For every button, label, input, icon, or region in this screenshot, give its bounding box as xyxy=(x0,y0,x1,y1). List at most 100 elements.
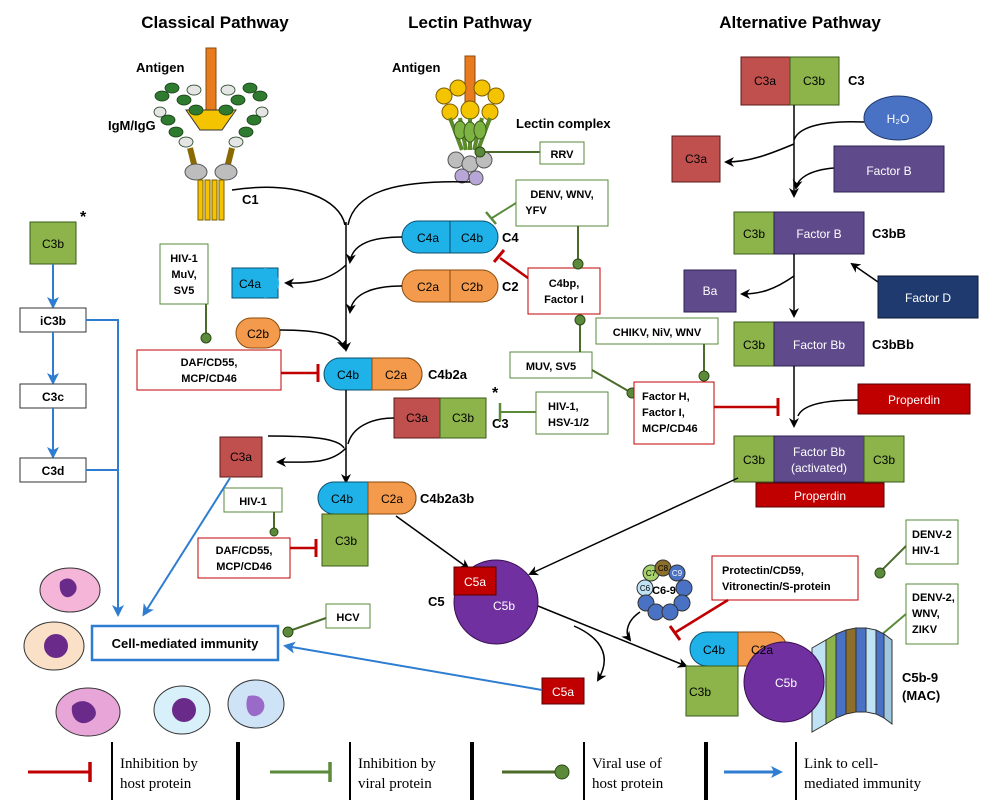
c6-9-ring xyxy=(636,559,693,621)
c2a-label: C2a xyxy=(417,280,439,294)
label-c6-9: C6-9 xyxy=(652,585,676,597)
box-denv2-wnv-zikv xyxy=(905,583,959,645)
text-muv-sv5: MUV, SV5 xyxy=(526,361,576,373)
text-hiv-hsv-1: HIV-1, xyxy=(548,401,579,413)
c3a-mid xyxy=(393,397,441,439)
header-alternative: Alternative Pathway xyxy=(719,13,881,32)
text-daf-2b: MCP/CD46 xyxy=(216,561,272,573)
properdin-1 xyxy=(857,383,971,415)
text-hiv-hsv-2: HSV-1/2 xyxy=(548,417,589,429)
factor-b2 xyxy=(773,211,865,255)
box-factor-h xyxy=(633,381,715,445)
header-classical: Classical Pathway xyxy=(141,13,289,32)
header-lectin: Lectin Pathway xyxy=(408,13,532,32)
box-hiv-muv-sv5 xyxy=(159,243,209,305)
text-denv-2: YFV xyxy=(525,205,547,217)
legend-3-line1: Viral use of xyxy=(592,756,662,772)
c3a-alt xyxy=(740,56,791,106)
c5a-free xyxy=(541,677,585,705)
asterisk-left: * xyxy=(80,209,87,226)
c5b-label: C5b xyxy=(493,599,515,613)
c5a-free-label: C5a xyxy=(552,685,574,699)
c8-label: C8 xyxy=(658,564,669,573)
asterisk-mid: * xyxy=(492,385,499,402)
arrow-c1-down xyxy=(231,186,346,226)
c3b-c5-label: C3b xyxy=(335,534,357,548)
factor-b xyxy=(833,145,945,193)
c4b-label: C4b xyxy=(461,231,483,245)
ba-label: Ba xyxy=(703,284,718,298)
c3a-free xyxy=(219,436,263,478)
text-factor-h-3: MCP/CD46 xyxy=(642,423,698,435)
cmi-box xyxy=(90,624,280,662)
c3a-free-label: C3a xyxy=(230,450,252,464)
text-denv2-wz-1: DENV-2, xyxy=(912,592,955,604)
c4a-free-label: C4a xyxy=(239,277,261,291)
c3c-label: C3c xyxy=(42,390,64,404)
factor-bb-act-label: Factor Bb xyxy=(793,445,845,459)
c3b-bbb-label: C3b xyxy=(743,338,765,352)
text-denv2-wz-2: WNV, xyxy=(912,608,940,620)
text-hiv-muv-sv5-1: HIV-1 xyxy=(170,253,198,265)
label-antigen-lectin: Antigen xyxy=(392,60,440,75)
c2a-c5-label: C2a xyxy=(381,492,403,506)
text-daf-1b: MCP/CD46 xyxy=(181,373,237,385)
c4b-conv-label: C4b xyxy=(337,368,359,382)
box-protectin xyxy=(711,555,859,601)
box-denv-wnv-yfv xyxy=(515,179,609,227)
c3b-act1 xyxy=(733,435,775,483)
label-c2: C2 xyxy=(502,279,519,294)
text-factor-h-1: Factor H, xyxy=(642,391,690,403)
c3c-box xyxy=(19,383,87,409)
c3b-bbb xyxy=(733,321,775,367)
box-hiv1 xyxy=(223,487,283,513)
text-hiv-muv-sv5-3: SV5 xyxy=(174,285,195,297)
cmi-label: Cell-mediated immunity xyxy=(112,636,259,651)
text-denv2-hiv-1: DENV-2 xyxy=(912,529,952,541)
c5a-label: C5a xyxy=(464,575,486,589)
factor-bb-act xyxy=(773,435,865,483)
lectin-complex xyxy=(435,55,505,186)
ba-box xyxy=(683,269,737,313)
mac-c3b-label: C3b xyxy=(689,685,711,699)
properdin-1-label: Properdin xyxy=(888,393,940,407)
c3d-label: C3d xyxy=(42,464,65,478)
activated-label: (activated) xyxy=(791,461,847,475)
label-c4b2a3b: C4b2a3b xyxy=(420,491,474,506)
text-hiv1: HIV-1 xyxy=(239,496,267,508)
mac-c2a-label: C2a xyxy=(751,643,773,657)
box-chikv xyxy=(595,317,719,345)
factor-b2-label: Factor B xyxy=(796,227,841,241)
c3b-act1-label: C3b xyxy=(743,453,765,467)
legend-2-line2: viral protein xyxy=(358,776,432,792)
box-hiv-hsv xyxy=(535,391,609,435)
arrow-lectin-down xyxy=(347,181,471,226)
mac-c4b-label: C4b xyxy=(703,643,725,657)
c2a-conv-label: C2a xyxy=(385,368,407,382)
label-c3bBb: C3bBb xyxy=(872,337,914,352)
factor-d xyxy=(877,275,979,319)
c3b-bb1 xyxy=(733,211,775,255)
text-protectin-1: Protectin/CD59, xyxy=(722,565,804,577)
c3b-mid xyxy=(439,397,487,439)
c3b-bb1-label: C3b xyxy=(743,227,765,241)
ic3b-label: iC3b xyxy=(40,314,66,328)
c5a-box xyxy=(453,566,497,596)
text-factor-h-2: Factor I, xyxy=(642,407,685,419)
text-hcv: HCV xyxy=(336,612,360,624)
c6-label: C6 xyxy=(640,584,651,593)
text-c4bp-2: Factor I xyxy=(544,294,584,306)
c2b-free-label: C2b xyxy=(247,327,269,341)
label-c5: C5 xyxy=(428,594,445,609)
c2b-label: C2b xyxy=(461,280,483,294)
label-c5b9: C5b-9 xyxy=(902,670,938,685)
h2o-label: H₂O xyxy=(887,112,910,126)
c4a-label: C4a xyxy=(417,231,439,245)
label-c4: C4 xyxy=(502,230,519,245)
text-c4bp-1: C4bp, xyxy=(549,278,580,290)
c1-complex xyxy=(153,47,269,221)
factor-bb-label: Factor Bb xyxy=(793,338,845,352)
text-protectin-2: Vitronectin/S-protein xyxy=(722,581,831,593)
legend xyxy=(28,742,797,800)
box-c4bp xyxy=(527,267,601,315)
